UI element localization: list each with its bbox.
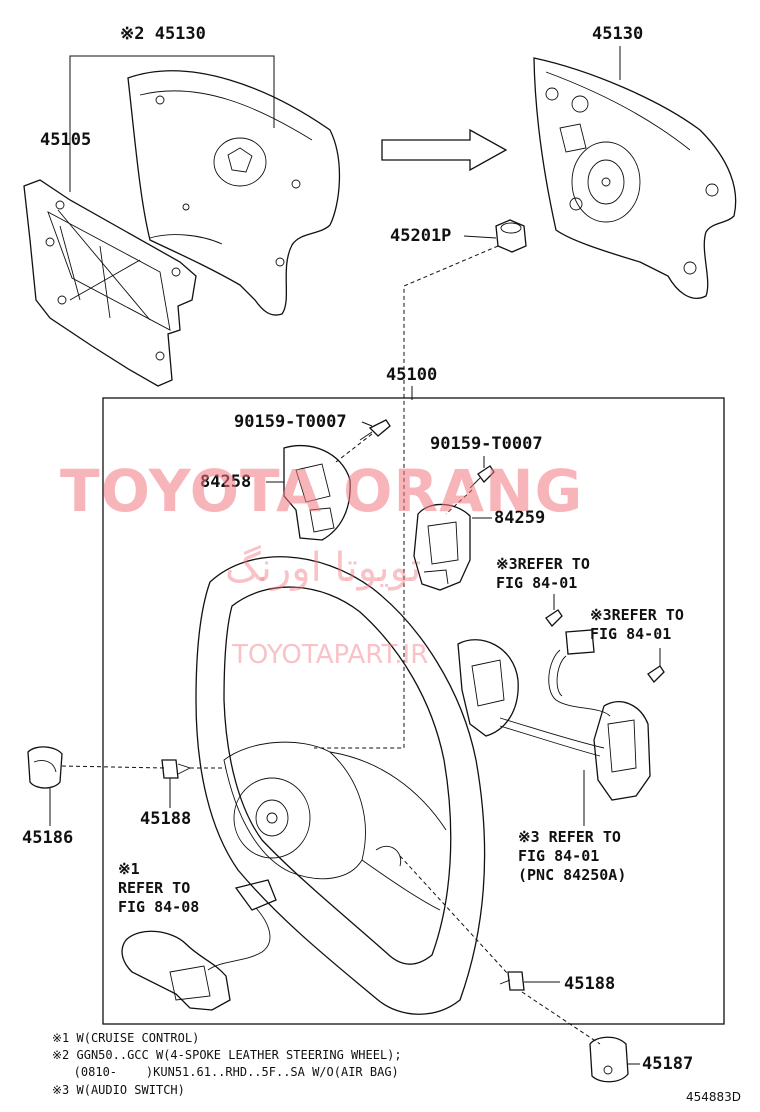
horn-pad-right — [533, 57, 737, 299]
label-45188-right: 45188 — [564, 974, 616, 994]
horn-pad-cover-left — [127, 70, 341, 316]
refer-fig-84-01-a: ※3REFER TO FIG 84-01 — [496, 555, 590, 592]
footnote-2: ※2 GGN50..GCC W(4-SPOKE LEATHER STEERING… — [52, 1048, 402, 1079]
watermark-brand: TOYOTA ORANG — [60, 457, 584, 525]
watermark-site: TOYOTAPART.IR — [232, 640, 429, 670]
label-45187: 45187 — [642, 1054, 694, 1074]
cruise-control-switch — [121, 879, 277, 1011]
refer-fig-84-01-c: ※3 REFER TO FIG 84-01 (PNC 84250A) — [518, 828, 627, 884]
switch-84259 — [413, 503, 471, 591]
cover-45186 — [27, 746, 63, 789]
screw-90159-a — [359, 419, 391, 441]
nut-45201p — [495, 219, 527, 253]
label-84258: 84258 — [200, 472, 252, 492]
label-45130-right: 45130 — [592, 24, 644, 44]
horn-pad-bracket — [23, 179, 197, 387]
label-90159-b: 90159-T0007 — [430, 434, 543, 454]
screw-refer-a — [545, 609, 563, 627]
refer-fig-84-01-b: ※3REFER TO FIG 84-01 — [590, 606, 684, 643]
diagram-id: 454883D — [686, 1090, 742, 1104]
label-45186: 45186 — [22, 828, 74, 848]
audio-switch-assembly — [457, 629, 651, 801]
right-arrow-icon — [381, 128, 508, 172]
screw-refer-b — [647, 665, 665, 683]
label-45105: 45105 — [40, 130, 92, 150]
screw-90159-b — [469, 465, 495, 489]
cover-45187 — [589, 1036, 629, 1083]
screw-45188-left — [161, 759, 192, 779]
watermark-arabic: تویوتا اورنگ — [225, 545, 422, 591]
label-90159-a: 90159-T0007 — [234, 412, 347, 432]
label-84259: 84259 — [494, 508, 546, 528]
footnote-3: ※3 W(AUDIO SWITCH) — [52, 1083, 185, 1097]
switch-bracket-84258 — [283, 444, 351, 541]
refer-fig-84-08: ※1 REFER TO FIG 84-08 — [118, 860, 200, 916]
steering-wheel — [195, 556, 486, 1015]
label-45188-left: 45188 — [140, 809, 192, 829]
label-45201p: 45201P — [390, 226, 452, 246]
label-45100: 45100 — [386, 365, 438, 385]
label-45130-left: ※2 45130 — [120, 24, 206, 44]
screw-45188-right — [499, 971, 525, 991]
footnote-1: ※1 W(CRUISE CONTROL) — [52, 1031, 200, 1045]
assembly-frame — [102, 397, 725, 1025]
